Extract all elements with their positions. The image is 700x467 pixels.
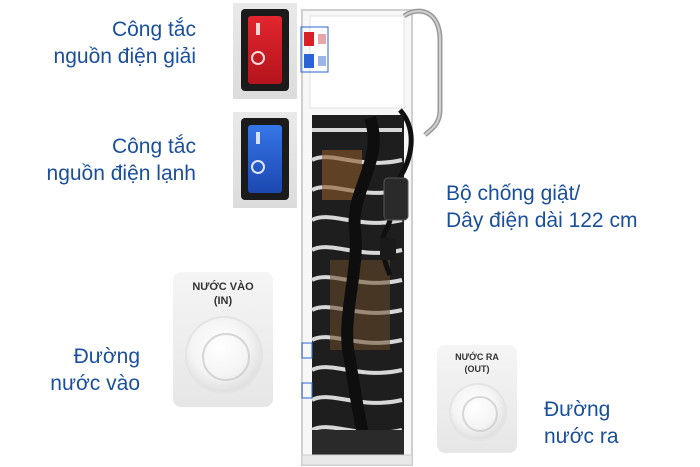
power-off-icon [251, 51, 265, 65]
switch-face [248, 16, 282, 84]
fitting-label-line: NƯỚC VÀO [192, 281, 254, 293]
panel-switch-frame [300, 26, 329, 73]
panel-switch-red [304, 32, 314, 46]
label-line: Đường [73, 345, 140, 368]
panel-sticker [318, 34, 326, 44]
water-hose [341, 115, 380, 447]
drain-hose-highlight [403, 10, 441, 136]
power-off-icon [251, 160, 265, 174]
hot-switch-photo [233, 3, 297, 99]
fitting-label: NƯỚC VÀO (IN) [173, 280, 273, 308]
rocker-switch [241, 9, 289, 91]
label-line: Bộ chống giật/ [446, 182, 581, 205]
label-line: Công tắc [111, 18, 196, 41]
surge-protector [383, 177, 409, 221]
panel-switch-blue [304, 54, 314, 68]
outlet-knob [449, 383, 507, 441]
label-power-cord: Bộ chống giật/ Dây điện dài 122 cm [446, 180, 637, 234]
inlet-marker [301, 342, 313, 359]
fitting-label-line: NƯỚC RA [455, 352, 499, 362]
inlet-fitting-photo: NƯỚC VÀO (IN) [173, 272, 273, 407]
fitting-label-line: (OUT) [464, 364, 490, 374]
fitting-label: NƯỚC RA (OUT) [437, 351, 517, 375]
inlet-knob [185, 316, 263, 394]
outlet-fitting-photo: NƯỚC RA (OUT) [437, 345, 517, 453]
label-line: nguồn điện lạnh [46, 162, 196, 185]
label-line: Dây điện dài 122 cm [446, 209, 638, 232]
power-on-icon [256, 23, 260, 35]
label-water-inlet: Đường nước vào [0, 343, 140, 397]
plug [380, 238, 396, 260]
label-line: nước vào [50, 372, 140, 395]
fitting-label-line: (IN) [213, 295, 233, 307]
bottom-tray [312, 430, 404, 455]
label-line: nguồn điện giải [53, 45, 196, 68]
label-water-outlet: Đường nước ra [544, 396, 619, 450]
label-hot-switch: Công tắc nguồn điện giải [0, 16, 196, 70]
label-cold-switch: Công tắc nguồn điện lạnh [0, 133, 196, 187]
outlet-marker [301, 382, 313, 399]
rocker-switch [241, 118, 289, 200]
label-line: Công tắc [111, 135, 196, 158]
label-line: Đường [544, 398, 611, 421]
cold-switch-photo [233, 112, 297, 208]
compressor-block [330, 260, 390, 350]
power-on-icon [256, 132, 260, 144]
base [301, 454, 413, 466]
switch-face [248, 125, 282, 193]
panel-sticker [318, 56, 326, 66]
label-line: nước ra [544, 425, 619, 448]
